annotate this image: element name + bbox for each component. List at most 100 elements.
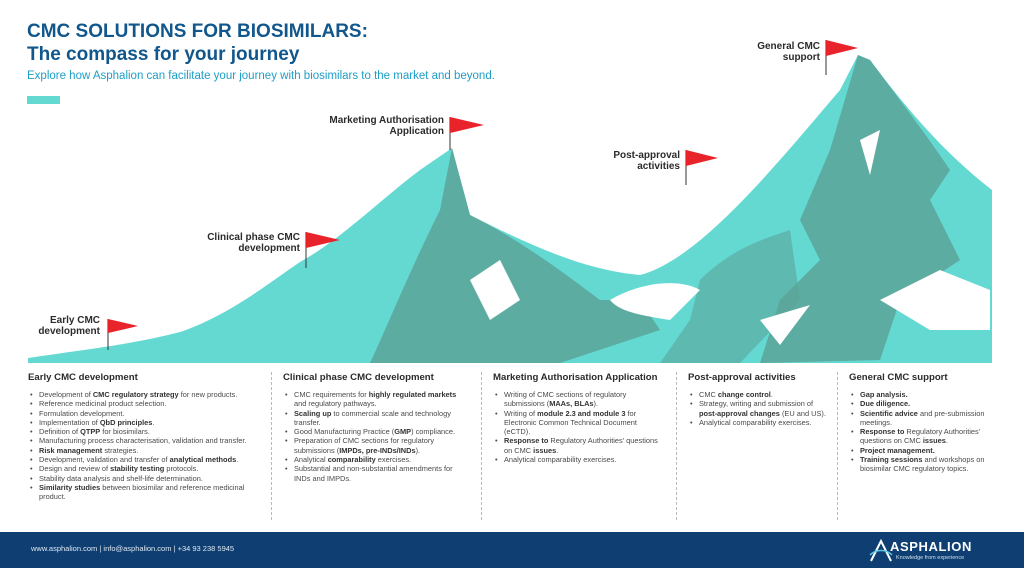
list-item: Implementation of QbD principles. [30,417,260,428]
list-item-text: CMC regulatory strategy [92,390,179,399]
column-early-cmc: Early CMC development Development of CMC… [28,372,260,530]
list-item-text: issues [922,436,946,446]
list-item-text: stability testing [110,464,165,474]
logo-tagline: Knowledge from experience [896,555,965,561]
flag-icon [825,40,858,75]
list-item-text: Development of [39,390,93,399]
list-item: CMC requirements for highly regulated ma… [285,390,468,409]
list-item-text: . [236,455,239,465]
column-divider [837,372,838,520]
list-item-text: QTPP [80,427,101,437]
compass-a-icon [869,539,893,562]
list-item-text: Due diligence. [860,399,911,409]
list-item: Similarity studies between biosimilar an… [30,482,260,502]
snow-patch [860,130,880,175]
column-list: CMC change control.Strategy, writing and… [688,390,830,427]
list-item-text: strategies. [102,445,139,455]
list-item-text: . [152,417,155,427]
page-subtitle: Explore how Asphalion can facilitate you… [27,70,495,82]
list-item-text: Response to [504,436,549,446]
list-item: Substantial and non-substantial amendmen… [285,464,468,483]
logo-name: ASPHALION [890,539,972,554]
mountain-shade [660,230,800,363]
list-item-text: Reference medicinal product selection. [39,399,167,409]
list-item-text: Analytical [294,455,328,465]
list-item: Analytical comparability exercises. [690,417,830,428]
list-item: Response to Regulatory Authorities' ques… [495,436,665,455]
list-item: Development of CMC regulatory strategy f… [30,390,260,400]
column-heading: Marketing Authorisation Application [493,372,658,383]
list-item-text: Good Manufacturing Practice ( [294,427,395,437]
list-item-text: Regulatory Authorities' questions on CMC [860,427,981,446]
list-item-text: Formulation development. [39,408,125,418]
list-item-text: comparability [327,455,376,465]
list-item-text: protocols. [164,464,199,474]
column-heading: Post-approval activities [688,372,796,383]
list-item-text: module 2.3 and module 3 [537,408,626,418]
list-item: Development, validation and transfer of … [30,455,260,465]
list-item-text: to commercial scale and technology trans… [294,408,451,427]
mountain-illustration [28,40,992,363]
list-item: Manufacturing process characterisation, … [30,436,260,446]
page-title: CMC SOLUTIONS FOR BIOSIMILARS: The compa… [27,20,368,66]
list-item-text: (EU and US). [779,408,826,418]
peak-label-line: General CMC [757,41,820,52]
list-item-text: Manufacturing process characterisation, … [39,436,247,446]
list-item: Analytical comparability exercises. [285,455,468,465]
list-item-text: Scaling up [294,408,332,418]
list-item: Scientific advice and pre-submission mee… [851,408,999,428]
snow-patch [880,270,990,330]
peak-label-line: development [38,326,100,337]
column-list: Development of CMC regulatory strategy f… [28,390,260,502]
list-item-text: Similarity studies [39,482,101,492]
list-item: Preparation of CMC sections for regulato… [285,436,468,455]
list-item-text: . [556,445,559,455]
list-item-text: Strategy, writing and submission of [699,399,814,409]
list-item-text: Analytical comparability exercises. [699,417,812,427]
peak-label-line: Early CMC [49,315,100,326]
list-item-text: Training sessions [860,455,923,465]
list-item: Writing of CMC sections of regulatory su… [495,390,665,409]
list-item-text: Stability data analysis and shelf-life d… [39,473,203,483]
list-item-text: highly regulated markets [368,390,457,399]
flag-icon [107,319,138,350]
list-item-text: Scientific advice [860,408,918,418]
snow-patch [760,305,810,345]
list-item-text: IMPDs, pre-INDs/INDs [339,445,416,455]
list-item-text: QbD principles [99,417,153,427]
list-item-text: exercises. [375,455,412,465]
list-item-text: Writing of CMC sections of regulatory su… [504,390,627,409]
list-item-text: between biosimilar and reference medicin… [39,482,245,502]
list-item-text: Risk management [39,445,103,455]
peak-label-line: Application [389,126,444,137]
column-general-support: General CMC support Gap analysis.Due dil… [849,372,999,530]
asphalion-logo[interactable]: ASPHALION Knowledge from experience [868,539,998,563]
column-heading: General CMC support [849,372,948,383]
peak-label-line: Clinical phase CMC [207,232,300,243]
peak-label-post-approval: Post-approval activities [590,150,680,172]
list-item: Scaling up to commercial scale and techn… [285,408,468,428]
list-item-text: Substantial and non-substantial amendmen… [294,464,453,483]
peak-label-clinical-phase: Clinical phase CMC development [200,232,300,254]
column-clinical-phase: Clinical phase CMC development CMC requi… [283,372,468,530]
peak-label-line: Post-approval [613,150,680,161]
list-item-text: Development, validation and transfer of [39,455,170,465]
list-item-text: Gap analysis. [860,390,908,399]
list-item-text: for biosimilars. [100,427,150,437]
snow-patch [610,283,700,320]
list-item: Due diligence. [851,399,999,409]
list-item: Response to Regulatory Authorities' ques… [851,427,999,446]
list-item: Writing of module 2.3 and module 3 for E… [495,408,665,437]
list-item-text: Preparation of CMC sections for regulato… [294,436,435,455]
column-divider [271,372,272,520]
title-line-2: The compass for your journey [27,44,300,65]
list-item: Analytical comparability exercises. [495,455,665,465]
column-list: CMC requirements for highly regulated ma… [283,390,468,483]
list-item: Gap analysis. [851,390,999,400]
title-line-1: CMC SOLUTIONS FOR BIOSIMILARS: [27,21,368,42]
column-heading: Clinical phase CMC development [283,372,434,383]
list-item-text: CMC requirements for [294,390,369,399]
list-item-text: ). [593,399,599,409]
list-item-text: Response to [860,427,905,437]
peak-label-line: Marketing Authorisation [329,115,444,126]
